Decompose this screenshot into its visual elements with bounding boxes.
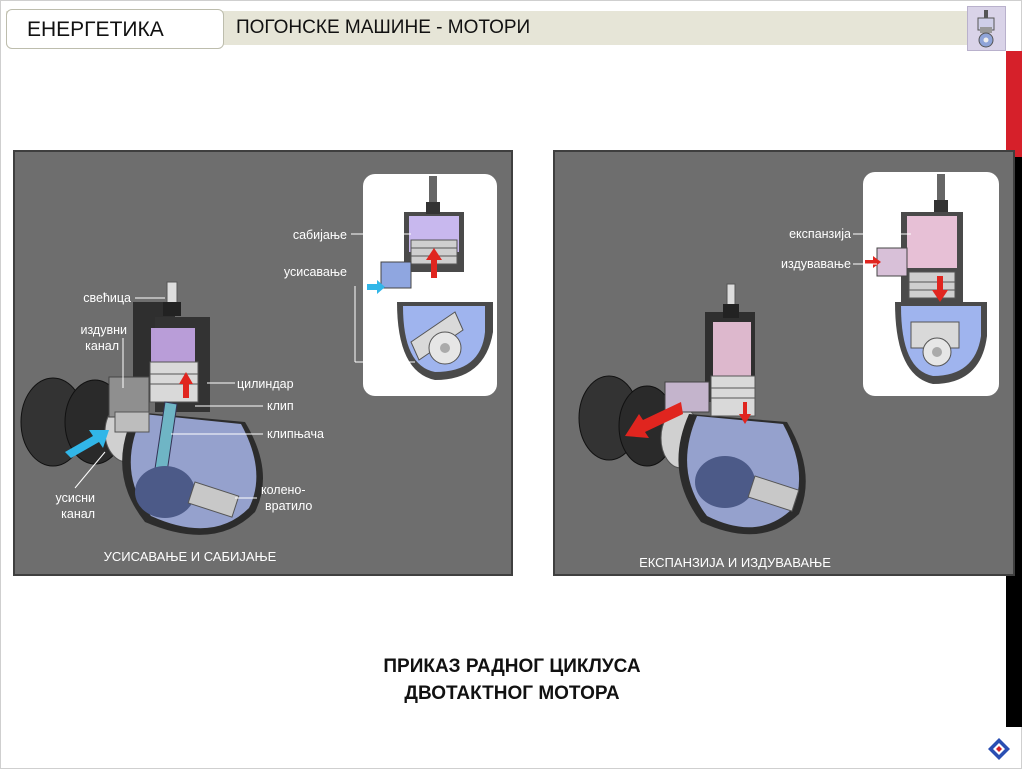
- piston-down-arrow-icon: [932, 276, 948, 302]
- label-crankshaft-2: вратило: [265, 499, 312, 513]
- label-crankshaft-1: колено-: [261, 483, 306, 497]
- label-compression: сабијање: [293, 228, 347, 242]
- intake-arrow-icon: [367, 280, 385, 294]
- footer-title-line1: ПРИКАЗ РАДНОГ ЦИКЛУСА: [383, 656, 641, 677]
- label-exhaust: издувавање: [781, 257, 851, 271]
- footer-title-line2: ДВОТАКТНОГ МОТОРА: [404, 683, 620, 704]
- expansion-exhaust-panel: експанзија издувавање ЕКСПАНЗИЈА И ИЗДУВ…: [553, 150, 1015, 576]
- intake-compression-panel: сабијање усисавање свећица издувни канал…: [13, 150, 513, 576]
- intake-arrow-icon: [65, 430, 109, 458]
- piston-down-arrow-icon: [739, 402, 751, 424]
- piston-up-arrow-icon: [426, 248, 442, 278]
- subject-title: ЕНЕРГЕТИКА: [6, 9, 224, 49]
- caption-intake-compression: УСИСАВАЊЕ И САБИЈАЊЕ: [104, 549, 277, 564]
- label-spark-plug: свећица: [83, 291, 131, 305]
- label-cylinder: цилиндар: [237, 377, 294, 391]
- engine-thumbnail-icon[interactable]: [967, 6, 1006, 51]
- expansion-exhaust-diagram: експанзија издувавање ЕКСПАНЗИЈА И ИЗДУВ…: [578, 172, 999, 570]
- label-intake-channel-1: усисни: [56, 491, 95, 505]
- piston-up-arrow-icon: [179, 372, 193, 398]
- caption-expansion-exhaust: ЕКСПАНЗИЈА И ИЗДУВАВАЊЕ: [639, 555, 831, 570]
- label-expansion: експанзија: [789, 227, 851, 241]
- label-piston: клип: [267, 399, 294, 413]
- exhaust-arrow-icon: [625, 402, 683, 438]
- label-exhaust-channel-2: канал: [85, 339, 119, 353]
- exhaust-arrow-icon: [865, 256, 881, 268]
- label-intake-channel-2: канал: [61, 507, 95, 521]
- label-exhaust-channel-1: издувни: [80, 323, 127, 337]
- section-title: ПОГОНСКЕ МАШИНЕ - МОТОРИ: [236, 17, 531, 38]
- label-intake: усисавање: [284, 265, 347, 279]
- brand-logo-icon[interactable]: [986, 736, 1012, 762]
- label-connecting-rod: клипњача: [267, 427, 324, 441]
- side-accent-red: [1006, 51, 1022, 157]
- intake-compression-diagram: сабијање усисавање свећица издувни канал…: [20, 174, 497, 564]
